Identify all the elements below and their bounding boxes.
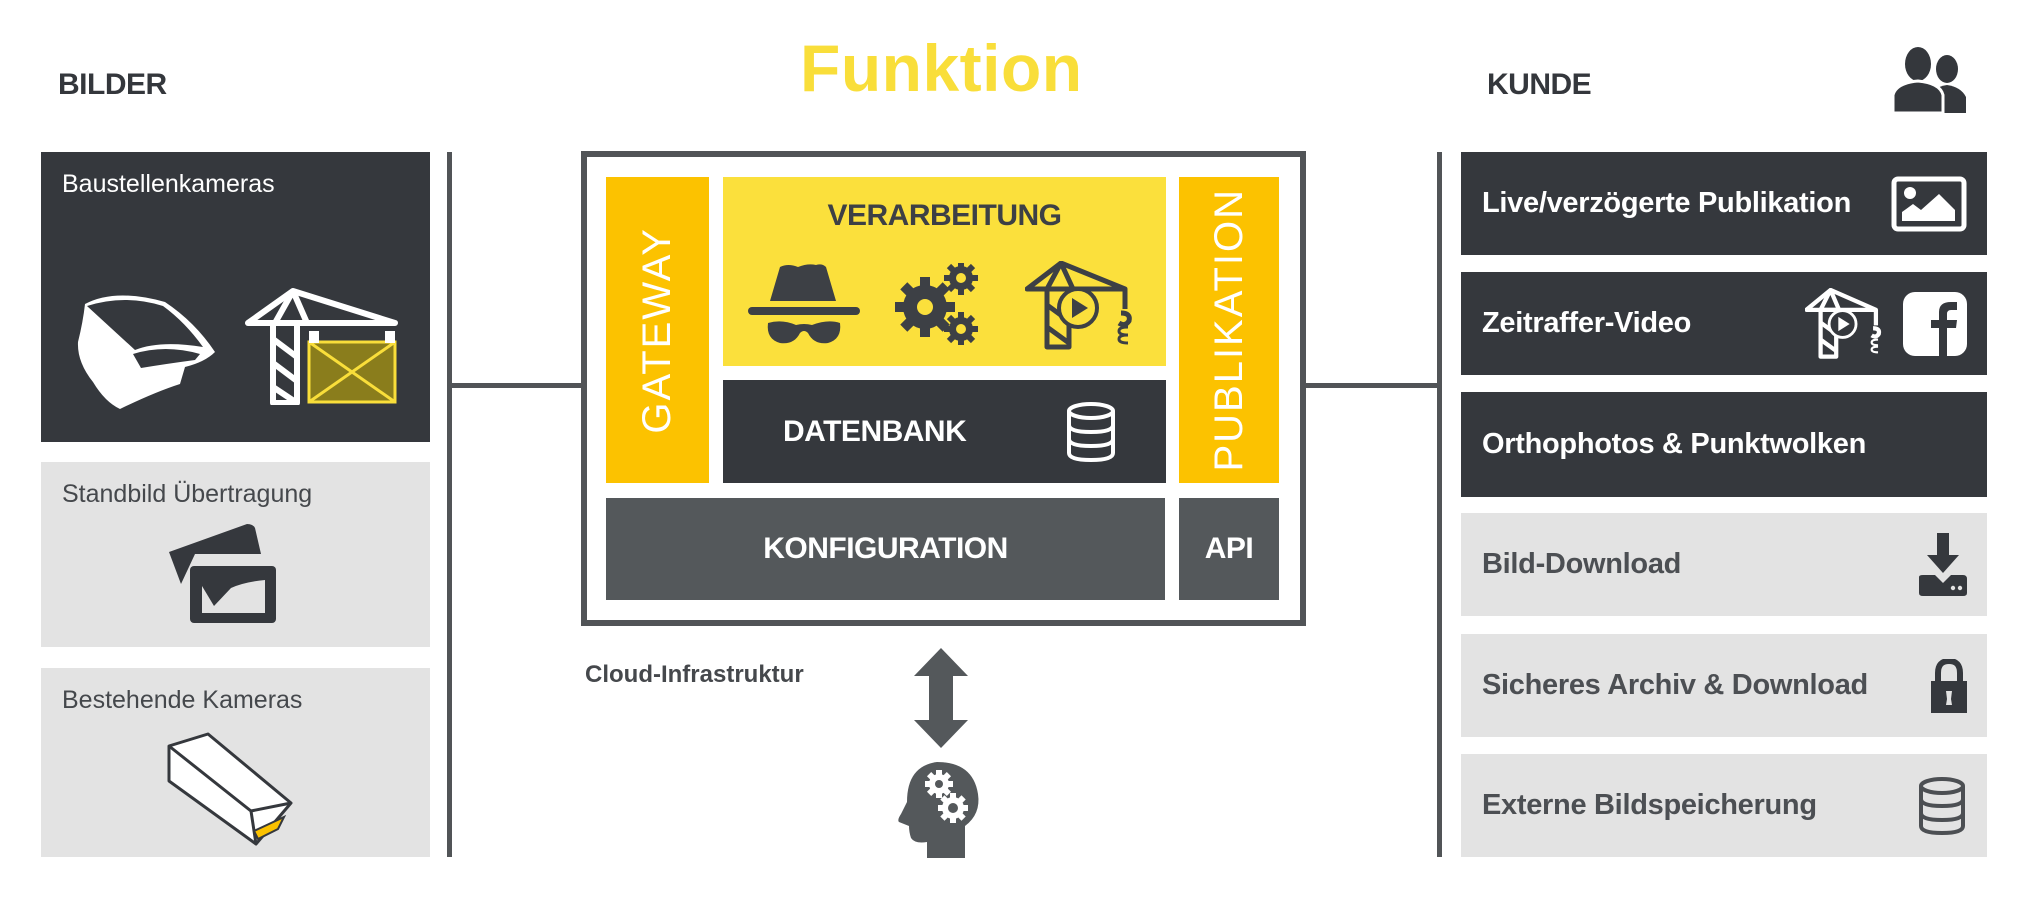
panel-baustellenkameras: Baustellenkameras	[41, 152, 430, 442]
crane-video-icon	[1025, 261, 1135, 351]
right-connector-line	[1304, 383, 1440, 388]
panel-live-publication: Live/verzögerte Publikation	[1461, 152, 1987, 255]
database-block: DATENBANK	[723, 380, 1166, 483]
panel-label: Baustellenkameras	[62, 170, 275, 198]
processing-block: VERARBEITUNG	[723, 177, 1166, 366]
photos-icon	[169, 524, 279, 629]
api-label: API	[1204, 532, 1254, 565]
panel-secure-archive: Sicheres Archiv & Download	[1461, 634, 1987, 737]
panel-label: Bestehende Kameras	[62, 686, 303, 714]
incognito-icon	[748, 263, 860, 345]
panel-image-download: Bild-Download	[1461, 513, 1987, 616]
panel-label: Sicheres Archiv & Download	[1482, 669, 1868, 701]
dome-camera-icon	[75, 292, 217, 409]
panel-label: Orthophotos & Punktwolken	[1482, 428, 1866, 460]
double-arrow-icon	[913, 648, 969, 748]
gateway-label: GATEWAY	[635, 226, 679, 434]
lock-icon	[1931, 658, 1967, 713]
panel-standbild-uebertragung: Standbild Übertragung	[41, 462, 430, 647]
right-column-header: KUNDE	[1487, 68, 1592, 101]
publication-label: PUBLIKATION	[1206, 188, 1251, 472]
gears-icon	[895, 263, 981, 345]
left-column-header: BILDER	[58, 68, 167, 101]
cloud-infrastructure-label: Cloud-Infrastruktur	[585, 661, 804, 688]
right-divider-line	[1437, 152, 1442, 857]
panel-label: Zeitraffer-Video	[1482, 307, 1691, 339]
panel-bestehende-kameras: Bestehende Kameras	[41, 668, 430, 857]
configuration-label: KONFIGURATION	[763, 532, 1008, 565]
gateway-block: GATEWAY	[606, 177, 709, 483]
publication-block: PUBLIKATION	[1179, 177, 1279, 483]
configuration-block: KONFIGURATION	[606, 498, 1165, 600]
image-icon	[1891, 176, 1967, 232]
panel-label: Live/verzögerte Publikation	[1482, 187, 1851, 219]
panel-label: Bild-Download	[1482, 548, 1682, 580]
users-icon	[1893, 47, 1973, 114]
database-icon	[1065, 402, 1117, 462]
panel-label: Standbild Übertragung	[62, 480, 313, 508]
database-icon	[1917, 776, 1967, 835]
database-label: DATENBANK	[783, 414, 967, 448]
crane-video-icon	[1805, 287, 1883, 360]
construction-crane-icon	[245, 287, 399, 405]
panel-timelapse-video: Zeitraffer-Video	[1461, 272, 1987, 375]
head-gears-icon	[897, 762, 981, 858]
panel-external-storage: Externe Bildspeicherung	[1461, 754, 1987, 857]
processing-label: VERARBEITUNG	[827, 199, 1062, 232]
panel-orthophotos: Orthophotos & Punktwolken	[1461, 392, 1987, 497]
api-block: API	[1179, 498, 1279, 600]
download-icon	[1919, 532, 1967, 597]
box-camera-icon	[166, 731, 296, 846]
page-title: Funktion	[800, 31, 1083, 105]
left-divider-line	[447, 152, 452, 857]
left-connector-line	[447, 383, 583, 388]
facebook-icon	[1903, 291, 1967, 356]
panel-label: Externe Bildspeicherung	[1482, 789, 1817, 821]
